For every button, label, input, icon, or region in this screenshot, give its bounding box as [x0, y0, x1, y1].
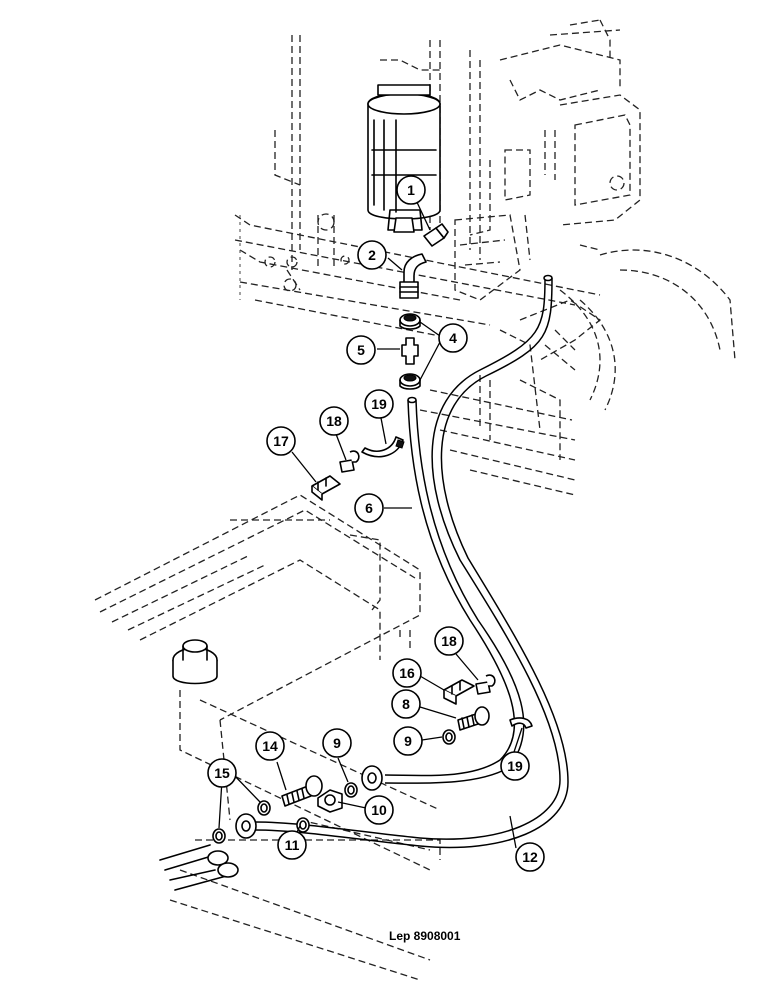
part-19-strap-top	[361, 436, 405, 458]
callout-16: 16	[392, 658, 422, 688]
hose-12	[254, 274, 569, 849]
svg-text:16: 16	[399, 665, 415, 681]
callout-19-top: 19	[364, 389, 394, 419]
callout-5: 5	[346, 335, 376, 365]
part-16-bracket	[443, 679, 475, 705]
part-14-bolt	[281, 775, 323, 807]
callout-15: 15	[207, 758, 237, 788]
svg-text:9: 9	[404, 733, 412, 749]
svg-text:4: 4	[449, 330, 457, 346]
part-19-strap-bottom	[509, 717, 533, 729]
svg-text:11: 11	[285, 837, 300, 853]
callout-18-top: 18	[319, 406, 349, 436]
callout-8: 8	[391, 689, 421, 719]
part-9-washer-right	[442, 729, 456, 745]
callout-17: 17	[266, 426, 296, 456]
svg-text:10: 10	[371, 802, 387, 818]
svg-text:5: 5	[357, 342, 365, 358]
fuel-filter	[367, 84, 441, 233]
svg-text:1: 1	[407, 182, 415, 198]
svg-text:19: 19	[371, 396, 387, 412]
callout-14: 14	[255, 731, 285, 761]
part-10-adapter	[317, 789, 343, 813]
frame-bolts	[159, 844, 239, 891]
hose-12-banjo-end	[235, 813, 257, 839]
part-17-bracket	[311, 475, 341, 501]
callout-11: 11	[277, 830, 307, 860]
figure-caption: Lep 8908001	[389, 929, 461, 943]
part-11-washer	[296, 817, 310, 833]
machine-frame-outline	[234, 19, 736, 496]
svg-text:12: 12	[522, 849, 538, 865]
callout-10: 10	[364, 795, 394, 825]
callout-4: 4	[438, 323, 468, 353]
part-18-clamp-top	[339, 450, 360, 473]
svg-text:18: 18	[326, 413, 342, 429]
hose-6	[384, 396, 525, 784]
part-8-bolt	[457, 706, 490, 731]
part-5-connector	[401, 337, 419, 365]
svg-text:15: 15	[214, 765, 230, 781]
part-4-clamp-lower	[399, 373, 421, 390]
part-1-fitting	[423, 223, 449, 247]
part-2-elbow	[399, 253, 427, 299]
callout-2: 2	[357, 240, 387, 270]
callout-19-bottom: 19	[500, 751, 530, 781]
callout-1: 1	[396, 175, 426, 205]
part-9-washer-left	[344, 782, 358, 798]
callout-6: 6	[354, 493, 384, 523]
svg-text:8: 8	[402, 696, 410, 712]
part-15-washer-upper	[257, 800, 271, 816]
svg-text:9: 9	[333, 735, 341, 751]
callout-9-right: 9	[393, 726, 423, 756]
svg-text:17: 17	[273, 433, 289, 449]
callout-18-bottom: 18	[434, 626, 464, 656]
svg-text:6: 6	[365, 500, 373, 516]
svg-text:19: 19	[507, 758, 523, 774]
svg-text:2: 2	[368, 247, 376, 263]
part-18-clamp-bottom	[475, 674, 496, 695]
svg-text:14: 14	[262, 738, 278, 754]
callout-balloons: 1 2 4 5 19 18 17 6 18 16 8 9 9 14 15 10 …	[207, 175, 545, 872]
part-15-washer-lower	[212, 828, 226, 844]
hose-6-banjo-end	[361, 765, 383, 791]
callout-9-left: 9	[322, 728, 352, 758]
callout-12: 12	[515, 842, 545, 872]
svg-text:18: 18	[441, 633, 457, 649]
part-4-clamp-upper	[399, 313, 421, 330]
